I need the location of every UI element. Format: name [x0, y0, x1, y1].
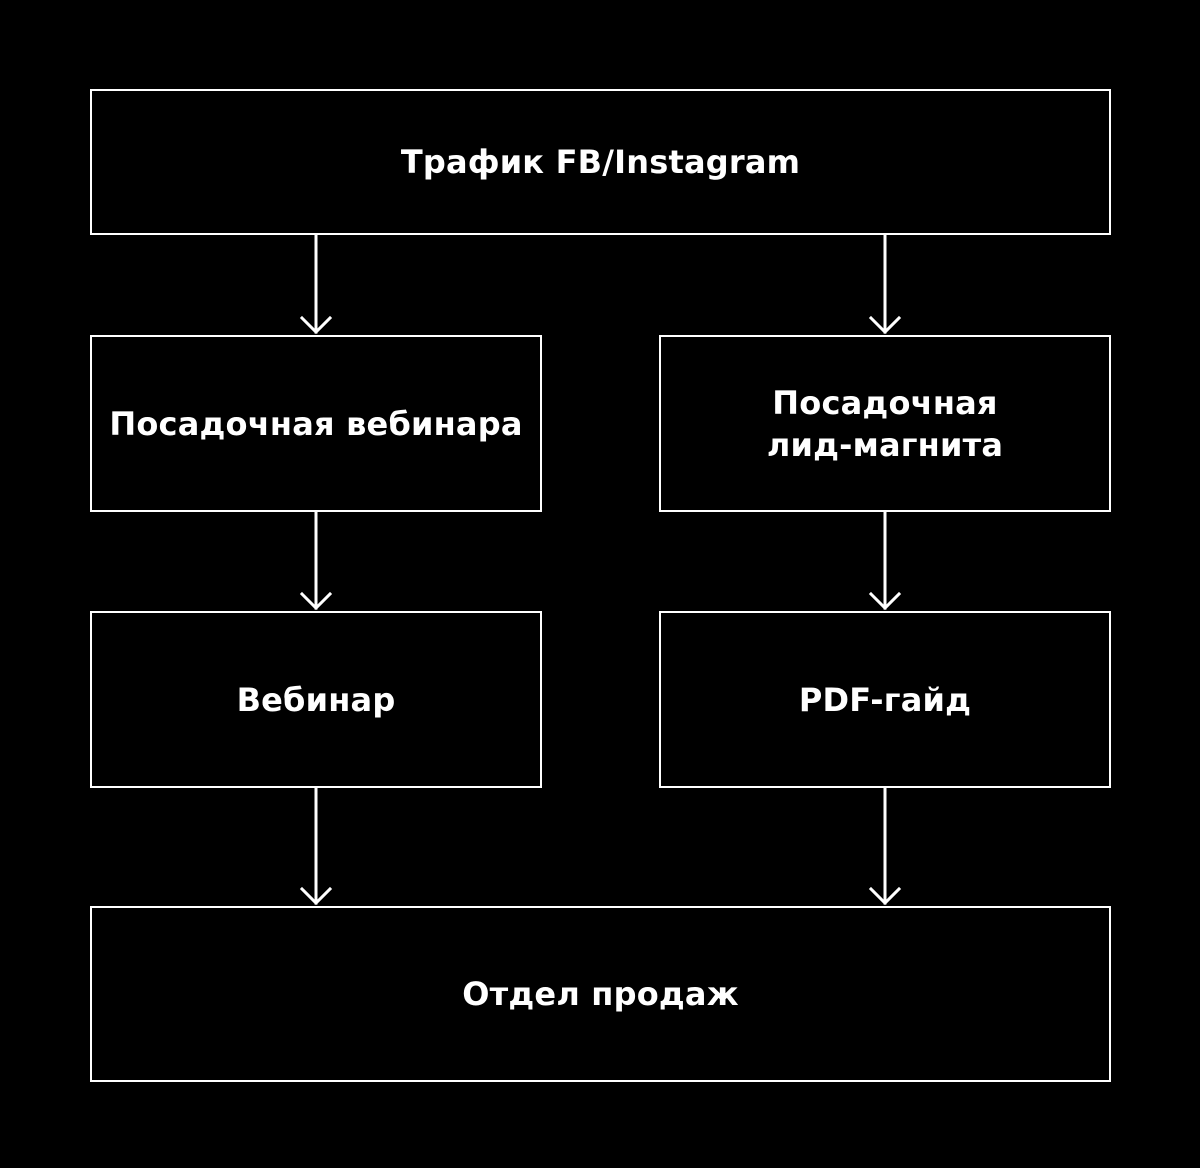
edge-lead-magnet-landing-to-pdf-guide — [868, 510, 902, 611]
node-webinar-landing: Посадочная вебинара — [90, 335, 542, 512]
node-webinar-landing-label: Посадочная вебинара — [109, 404, 523, 443]
edge-webinar-to-sales — [299, 786, 333, 906]
edge-webinar-landing-to-webinar — [299, 510, 333, 611]
edge-traffic-to-lead-magnet-landing — [868, 233, 902, 335]
edge-pdf-guide-to-sales — [868, 786, 902, 906]
node-traffic: Трафик FB/Instagram — [90, 89, 1111, 235]
node-webinar: Вебинар — [90, 611, 542, 788]
node-lead-magnet-landing: Посадочная лид-магнита — [659, 335, 1111, 512]
node-pdf-guide: PDF-гайд — [659, 611, 1111, 788]
edge-traffic-to-webinar-landing — [299, 233, 333, 335]
node-sales-department: Отдел продаж — [90, 906, 1111, 1082]
node-pdf-guide-label: PDF-гайд — [798, 680, 972, 719]
node-lead-magnet-landing-label: Посадочная лид-магнита — [766, 383, 1004, 464]
node-sales-department-label: Отдел продаж — [462, 975, 739, 1013]
node-webinar-label: Вебинар — [236, 680, 396, 719]
node-traffic-label: Трафик FB/Instagram — [400, 143, 801, 181]
